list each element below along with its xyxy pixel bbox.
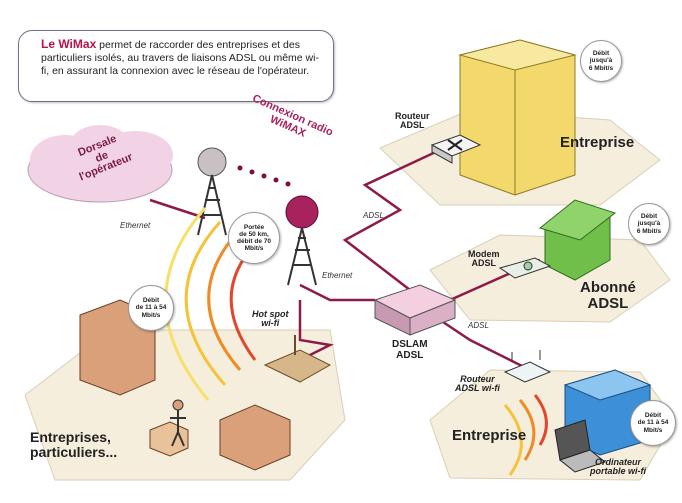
left-zone-line1: Entreprises,	[30, 429, 111, 445]
range-bubble: Portée de 50 km, débit de 70 Mbit/s	[228, 212, 280, 264]
router-adsl-top	[430, 134, 482, 164]
dslam-line1: DSLAM	[392, 339, 428, 350]
modem-adsl	[498, 257, 552, 279]
left-zone-line2: particuliers...	[30, 443, 118, 460]
adsl-label-1: ADSL	[363, 211, 384, 220]
person-figure	[170, 399, 186, 447]
adsl-label-2: ADSL	[468, 321, 489, 330]
sub-speed-1: Débit	[640, 213, 658, 221]
subscriber-house	[538, 199, 617, 281]
wimax-description: permet de raccorder des entreprises et d…	[41, 39, 319, 78]
enterprise-top-building	[458, 39, 577, 196]
modem-adsl-label: Modem ADSL	[468, 249, 500, 269]
subscriber-name: Abonné ADSL	[580, 280, 636, 312]
wifi-waves-bottom	[503, 394, 548, 476]
hotspot-line2: wi-fi	[261, 318, 280, 329]
left-zone-name: Entreprises, particuliers...	[30, 430, 117, 459]
sub-speed-3: 6 Mbit/s	[636, 227, 662, 235]
bottom-speed-1: Débit	[644, 412, 662, 420]
laptop	[554, 419, 607, 473]
router-wifi-line2: ADSL wi-fi	[455, 383, 500, 394]
subscriber-line1: Abonné	[580, 279, 636, 296]
enterprise-bottom-name: Entreprise	[452, 427, 527, 444]
range-line2: de 50 km,	[239, 230, 269, 238]
dslam-device	[373, 284, 457, 336]
dslam-line2: ADSL	[396, 349, 424, 361]
range-line3: débit de 70	[237, 238, 271, 245]
sub-speed-2: jusqu'à	[637, 220, 661, 228]
top-speed-2: jusqu'à	[589, 57, 613, 65]
radio-link-dots	[237, 165, 291, 187]
wimax-callout: Le WiMax permet de raccorder des entrepr…	[18, 30, 334, 102]
left-zone-speed-bubble: Débit de 11 à 54 Mbit/s	[128, 285, 174, 331]
backbone-cloud	[27, 125, 173, 203]
bottom-speed-2: de 11 à 54	[637, 419, 669, 427]
wimax-tower-left	[197, 147, 227, 236]
laptop-line2: portable wi-fi	[590, 466, 646, 477]
router-top-line1: Routeur	[395, 111, 430, 121]
subscriber-line2: ADSL	[587, 294, 629, 312]
modem-line1: Modem	[468, 249, 500, 259]
router-wifi-label: Routeur ADSL wi-fi	[455, 374, 500, 394]
ethernet-label-1: Ethernet	[120, 221, 151, 230]
hotspot-device	[263, 335, 332, 383]
router-wifi-bottom	[503, 350, 552, 383]
laptop-label: Ordinateur portable wi-fi	[590, 457, 646, 477]
left-speed-3: Mbit/s	[141, 311, 161, 319]
left-speed-2: de 11 à 54	[135, 304, 167, 312]
range-line1: Portée	[243, 223, 265, 231]
router-wifi-line1: Routeur	[460, 374, 495, 384]
enterprise-top-name: Entreprise	[560, 134, 635, 151]
ethernet-label-2: Ethernet	[322, 271, 353, 280]
wimax-brand: Le WiMax	[41, 37, 97, 51]
bottom-speed-3: Mbit/s	[643, 426, 663, 434]
hotspot-line1: Hot spot	[252, 309, 289, 319]
laptop-line1: Ordinateur	[594, 457, 641, 467]
range-line4: Mbit/s	[244, 245, 264, 253]
top-speed-1: Débit	[592, 50, 610, 58]
enterprise-bottom-speed-bubble: Débit de 11 à 54 Mbit/s	[630, 400, 676, 446]
enterprise-top-speed-bubble: Débit jusqu'à 6 Mbit/s	[580, 40, 622, 82]
subscriber-speed-bubble: Débit jusqu'à 6 Mbit/s	[628, 203, 670, 245]
hotspot-label: Hot spot wi-fi	[252, 309, 289, 329]
wimax-tower-right	[285, 195, 319, 286]
dslam-label: DSLAM ADSL	[392, 339, 428, 361]
top-speed-3: 6 Mbit/s	[588, 64, 614, 72]
router-adsl-top-label: Routeur ADSL	[395, 111, 430, 131]
router-top-line2: ADSL	[400, 120, 425, 131]
left-speed-1: Débit	[142, 297, 160, 305]
modem-line2: ADSL	[471, 258, 497, 269]
